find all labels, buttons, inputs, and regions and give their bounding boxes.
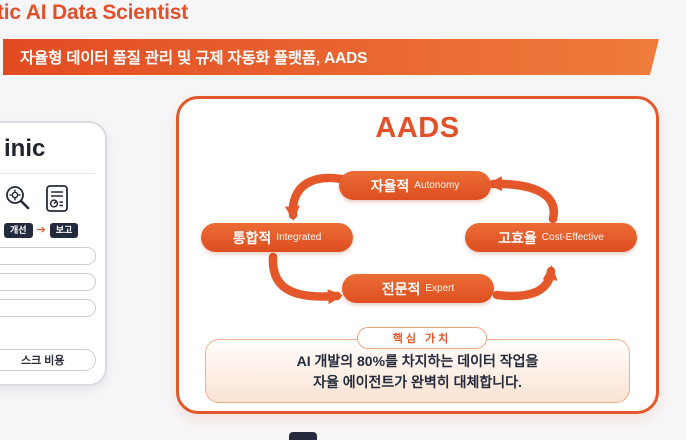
arrow-right-to-top	[487, 176, 559, 224]
report-document-icon	[42, 183, 72, 215]
value-pill-integrated-ko: 통합적	[232, 229, 272, 246]
page-title: tic AI Data Scientist	[0, 1, 189, 24]
footer-badge	[289, 432, 317, 440]
value-pill-cost-effective-ko: 고효율	[498, 229, 537, 246]
value-pill-integrated-en: Integrated	[276, 232, 322, 243]
flow-step-report-badge: 보고	[49, 223, 79, 238]
analysis-magnifier-gear-icon	[2, 183, 32, 215]
value-pill-autonomy-en: Autonomy	[414, 180, 460, 191]
aads-card-title: AADS	[375, 112, 460, 144]
banner-text: 자율형 데이터 품질 관리 및 규제 자동화 플랫폼, AADS	[20, 50, 368, 67]
empty-field-3	[0, 299, 96, 317]
risk-cost-label: 스크 비용	[21, 355, 65, 367]
value-pill-cost-effective-en: Cost-Effective	[541, 232, 604, 243]
flow-arrow-icon: ➔	[36, 224, 46, 236]
empty-field-1	[0, 247, 96, 265]
process-flow: 개선 ➔ 보고	[4, 223, 79, 238]
value-pill-expert-ko: 전문적	[381, 280, 421, 297]
subtitle-banner: 자율형 데이터 품질 관리 및 규제 자동화 플랫폼, AADS	[3, 39, 659, 75]
clinic-card: inic	[0, 121, 107, 386]
core-value-line2: 자율 에이전트가 완벽히 대체합니다.	[313, 374, 522, 390]
flow-step-improve-badge: 개선	[4, 223, 33, 238]
value-pill-expert-en: Expert	[425, 283, 455, 294]
arrow-left-to-bottom	[268, 252, 343, 305]
value-pill-cost-effective: 고효율 Cost-Effective	[465, 223, 637, 252]
value-pill-integrated: 통합적 Integrated	[201, 223, 353, 252]
divider	[0, 173, 95, 174]
clinic-card-title: inic	[4, 135, 46, 162]
aads-card: AADS 자율적 Auton	[176, 96, 659, 414]
arrow-bottom-to-right	[492, 265, 558, 301]
risk-cost-field: 스크 비용	[0, 349, 96, 371]
value-pill-autonomy-ko: 자율적	[370, 177, 410, 194]
value-pill-autonomy: 자율적 Autonomy	[339, 171, 491, 200]
empty-field-2	[0, 273, 96, 291]
core-value-badge: 핵심 가치	[357, 327, 487, 349]
value-pill-expert: 전문적 Expert	[342, 274, 494, 303]
core-value-line1: AI 개발의 80%를 차지하는 데이터 작업을	[296, 353, 539, 369]
